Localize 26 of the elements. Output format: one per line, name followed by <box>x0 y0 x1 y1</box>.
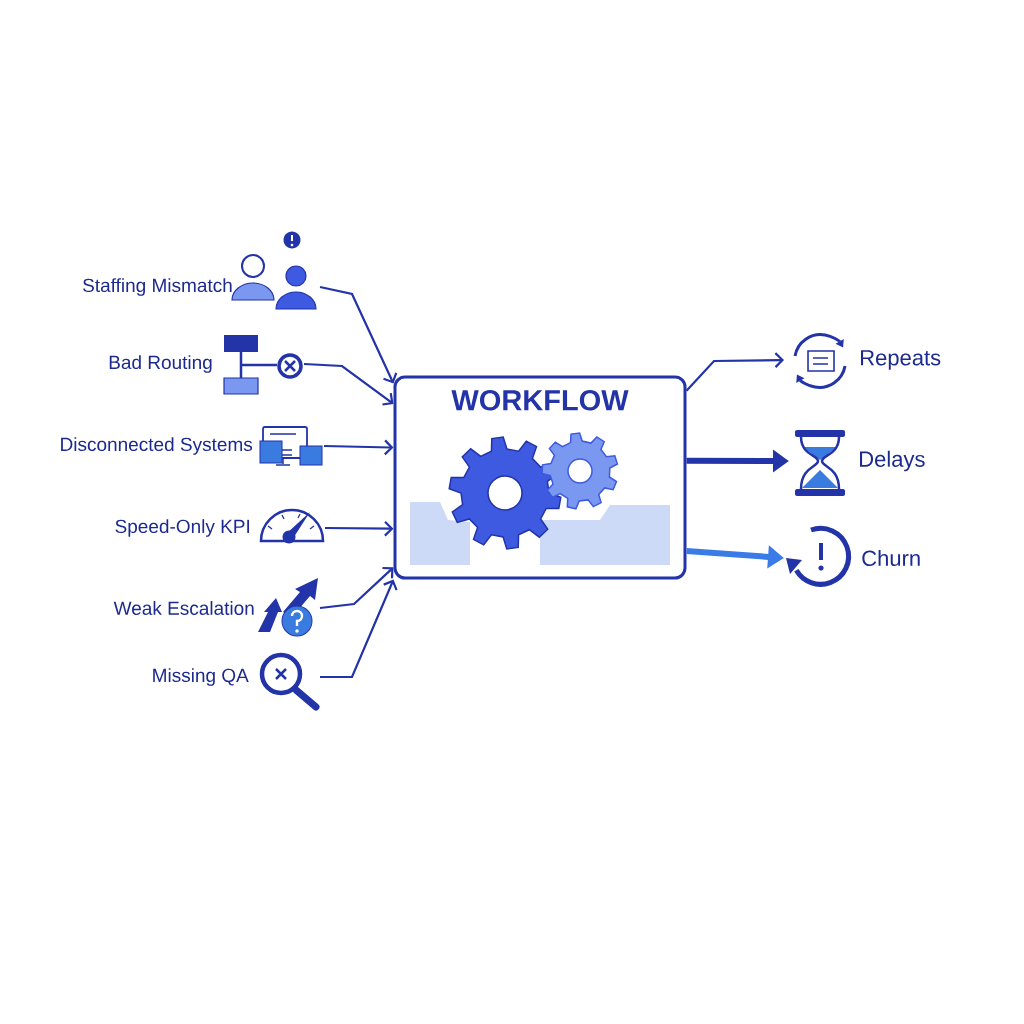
computer-icon <box>259 426 323 466</box>
cause-label: Staffing Mismatch <box>83 278 232 296</box>
effect-label: Delays <box>860 450 925 472</box>
escalation-icon <box>258 578 318 637</box>
cause-label: Missing QA <box>153 668 249 686</box>
arrow <box>319 285 398 384</box>
alert-icon <box>786 525 852 587</box>
arrow <box>303 362 394 406</box>
speedometer-icon <box>259 508 325 544</box>
arrow <box>319 566 394 610</box>
effect-label: Repeats <box>861 350 941 370</box>
cause-label: Weak Escalation <box>113 601 254 615</box>
cause-label: Speed-Only KPI <box>115 519 249 537</box>
arrow <box>320 579 398 679</box>
workflow-box: WORKFLOW <box>393 375 687 580</box>
arrow <box>325 520 394 537</box>
arrow <box>685 352 784 392</box>
arrow <box>323 439 394 456</box>
cause-label: Disconnected Systems <box>61 437 253 455</box>
cause-label: Bad Routing <box>109 355 212 373</box>
refresh-icon <box>793 333 847 389</box>
people-icon <box>231 231 317 310</box>
flowchart-icon <box>223 335 303 395</box>
magnifier-icon <box>259 652 320 711</box>
effect-label: Churn <box>862 549 920 567</box>
hourglass-icon <box>795 430 845 496</box>
